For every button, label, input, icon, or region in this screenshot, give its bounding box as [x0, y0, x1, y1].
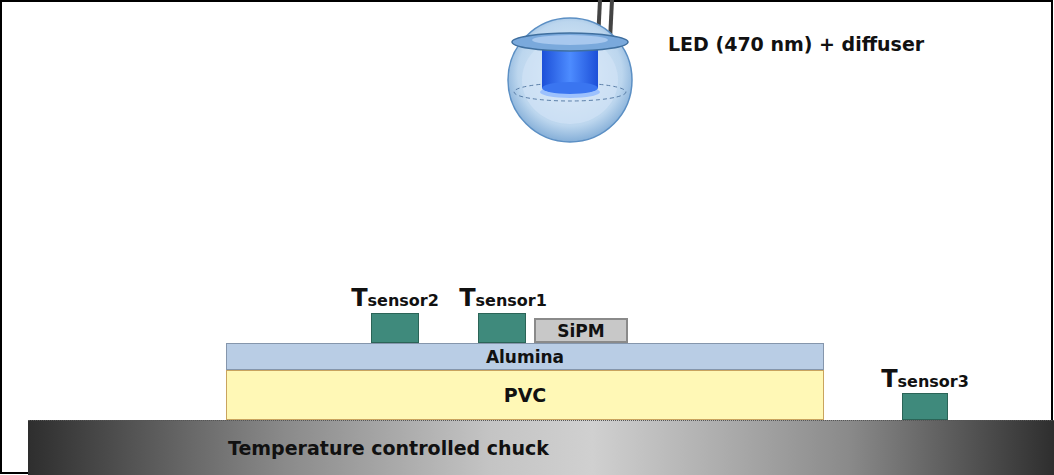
pvc-layer: PVC [226, 370, 824, 420]
sensor-body [478, 313, 526, 343]
chuck: Temperature controlled chuck [28, 420, 1054, 475]
sensor-body [371, 313, 419, 343]
layer-label: Temperature controlled chuck [228, 437, 549, 459]
led-diffuser [508, 0, 632, 142]
layer-label: SiPM [557, 321, 604, 341]
layer-label: PVC [504, 384, 547, 406]
layer-label: Alumina [486, 347, 564, 367]
sensor-label: Tsensor2 [320, 284, 470, 312]
sensor-label: Tsensor3 [850, 365, 1000, 393]
alumina-layer: Alumina [226, 343, 824, 370]
sensor-label: Tsensor1 [428, 284, 578, 312]
led-label: LED (470 nm) + diffuser [668, 33, 924, 55]
sipm-chip: SiPM [534, 318, 628, 343]
sensor-body [902, 393, 948, 420]
temperature-sensor: Tsensor2 [320, 284, 470, 343]
temperature-sensor: Tsensor3 [850, 365, 1000, 420]
